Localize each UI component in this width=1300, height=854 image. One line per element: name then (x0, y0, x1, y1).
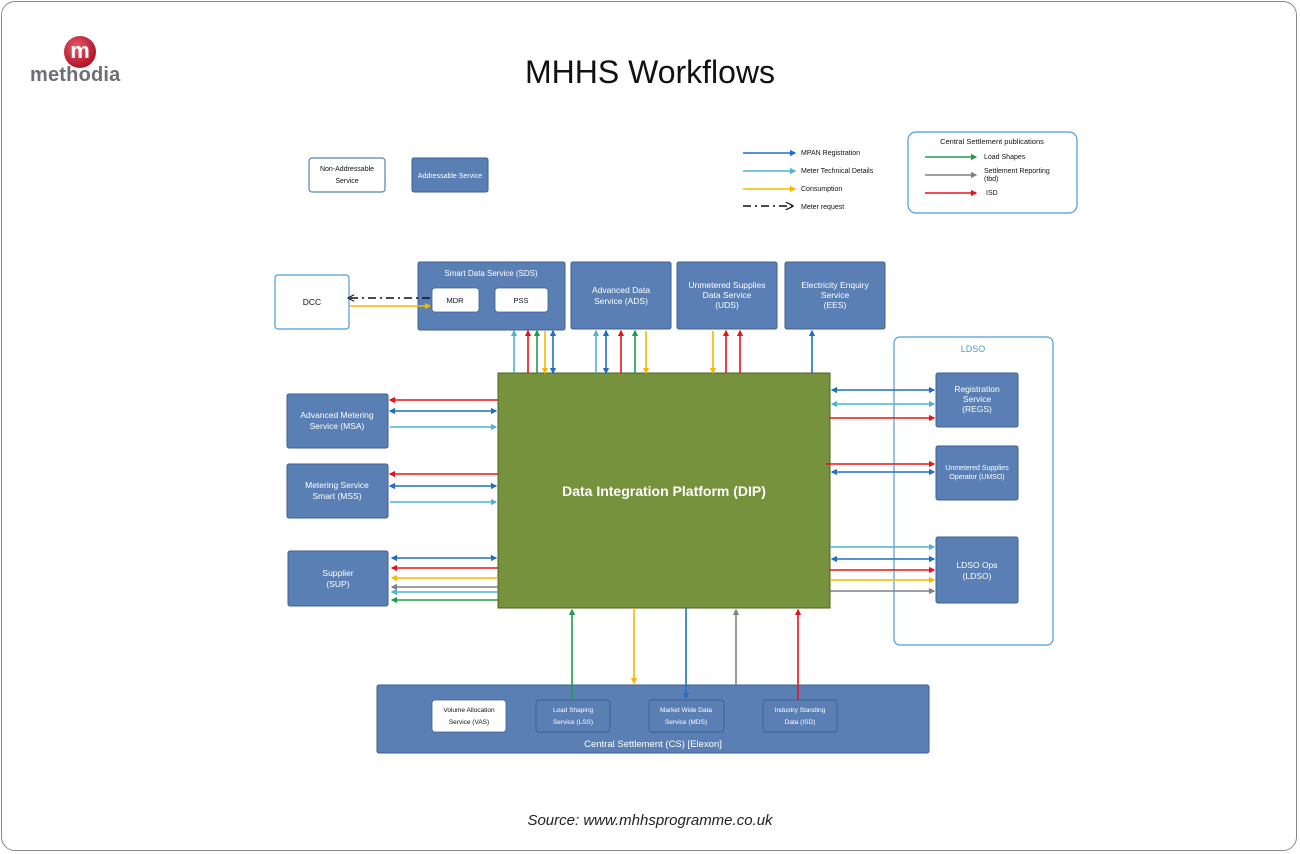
umso-node: Unmetered Supplies Operator (UMSO) (935, 445, 1019, 501)
regs-l3: (REGS) (962, 404, 992, 414)
ads-l1: Advanced Data (592, 285, 650, 295)
lss-l1: Load Shaping (553, 707, 594, 714)
isd-l2: Data (ISD) (785, 719, 816, 726)
flow-legend: MPAN Registration Meter Technical Detail… (743, 149, 874, 211)
dip-label: Data Integration Platform (DIP) (562, 483, 766, 499)
uds-l3: (UDS) (715, 300, 739, 310)
dip-node: Data Integration Platform (DIP) (497, 372, 831, 609)
legend-non-addressable-l1: Non-Addressable (320, 166, 374, 173)
legend-addressable: Addressable Service (411, 157, 489, 193)
ads-node: Advanced Data Service (ADS) (570, 261, 672, 330)
legend-meter-request-label: Meter request (801, 204, 844, 211)
regs-l2: Service (963, 394, 992, 404)
sds-node: Smart Data Service (SDS) MDR PSS (417, 261, 566, 331)
sup-node: Supplier (SUP) (287, 550, 389, 607)
ads-l2: Service (ADS) (594, 296, 648, 306)
cs-label: Central Settlement (CS) [Elexon] (584, 739, 722, 750)
ees-l3: (EES) (824, 300, 847, 310)
central-settlement-node: Central Settlement (CS) [Elexon] Volume … (376, 684, 930, 754)
methodia-logo: m methodia (30, 36, 140, 88)
msa-l1: Advanced Metering (300, 410, 374, 420)
legend-non-addressable-l2: Service (335, 178, 358, 185)
ldso-ops-node: LDSO Ops (LDSO) (935, 536, 1019, 604)
legend-load-shapes-label: Load Shapes (984, 154, 1026, 161)
msa-node: Advanced Metering Service (MSA) (286, 393, 389, 449)
ldso-group: LDSO (893, 336, 1054, 646)
legend-mtd-label: Meter Technical Details (801, 168, 874, 175)
mds-l1: Market Wide Data (660, 707, 712, 714)
legend-mpan-label: MPAN Registration (801, 150, 860, 157)
ldso-ops-l1: LDSO Ops (956, 560, 997, 570)
legend-non-addressable: Non-Addressable Service (308, 157, 386, 193)
cs-legend-title: Central Settlement publications (940, 137, 1044, 146)
mss-node: Metering Service Smart (MSS) (286, 463, 389, 519)
ldso-ops-l2: (LDSO) (963, 571, 992, 581)
sup-l1: Supplier (322, 568, 353, 578)
vas-l2: Service (VAS) (449, 719, 489, 726)
ees-node: Electricity Enquiry Service (EES) (784, 261, 886, 330)
uds-l2: Data Service (703, 290, 752, 300)
umso-l2: Operator (UMSO) (949, 474, 1004, 481)
logo-text: methodia (30, 64, 121, 86)
source-caption: Source: www.mhhsprogramme.co.uk (527, 812, 773, 829)
pss-label: PSS (513, 296, 528, 305)
mss-l1: Metering Service (305, 480, 369, 490)
legend-consumption-label: Consumption (801, 186, 842, 193)
legend-addressable-label: Addressable Service (418, 173, 482, 180)
uds-node: Unmetered Supplies Data Service (UDS) (676, 261, 778, 330)
regs-l1: Registration (954, 384, 1000, 394)
mdr-label: MDR (446, 296, 464, 305)
uds-l1: Unmetered Supplies (688, 280, 765, 290)
dcc-label: DCC (303, 297, 321, 307)
sds-title: Smart Data Service (SDS) (444, 269, 538, 278)
ldso-group-label: LDSO (961, 344, 986, 354)
sup-l2: (SUP) (326, 579, 349, 589)
umso-l1: Unmetered Supplies (945, 465, 1009, 472)
legend-settlement-label: Settlement Reporting (984, 168, 1050, 175)
mss-l2: Smart (MSS) (312, 491, 361, 501)
ees-l2: Service (821, 290, 850, 300)
isd-l1: Industry Standing (775, 707, 826, 714)
lss-l2: Service (LSS) (553, 719, 593, 726)
ees-l1: Electricity Enquiry (801, 280, 869, 290)
vas-l1: Volume Allocation (443, 707, 495, 714)
msa-l2: Service (MSA) (310, 421, 365, 431)
dcc-node: DCC (274, 274, 350, 330)
legend-isd-label: ISD (986, 190, 998, 197)
regs-node: Registration Service (REGS) (935, 372, 1019, 428)
mds-l2: Service (MDS) (665, 719, 707, 726)
logo-mark: m (64, 36, 96, 68)
page-title: MHHS Workflows (524, 54, 776, 90)
legend-settlement-label2: (tbd) (984, 176, 998, 183)
cs-publications-legend: Central Settlement publications Load Sha… (907, 131, 1078, 214)
